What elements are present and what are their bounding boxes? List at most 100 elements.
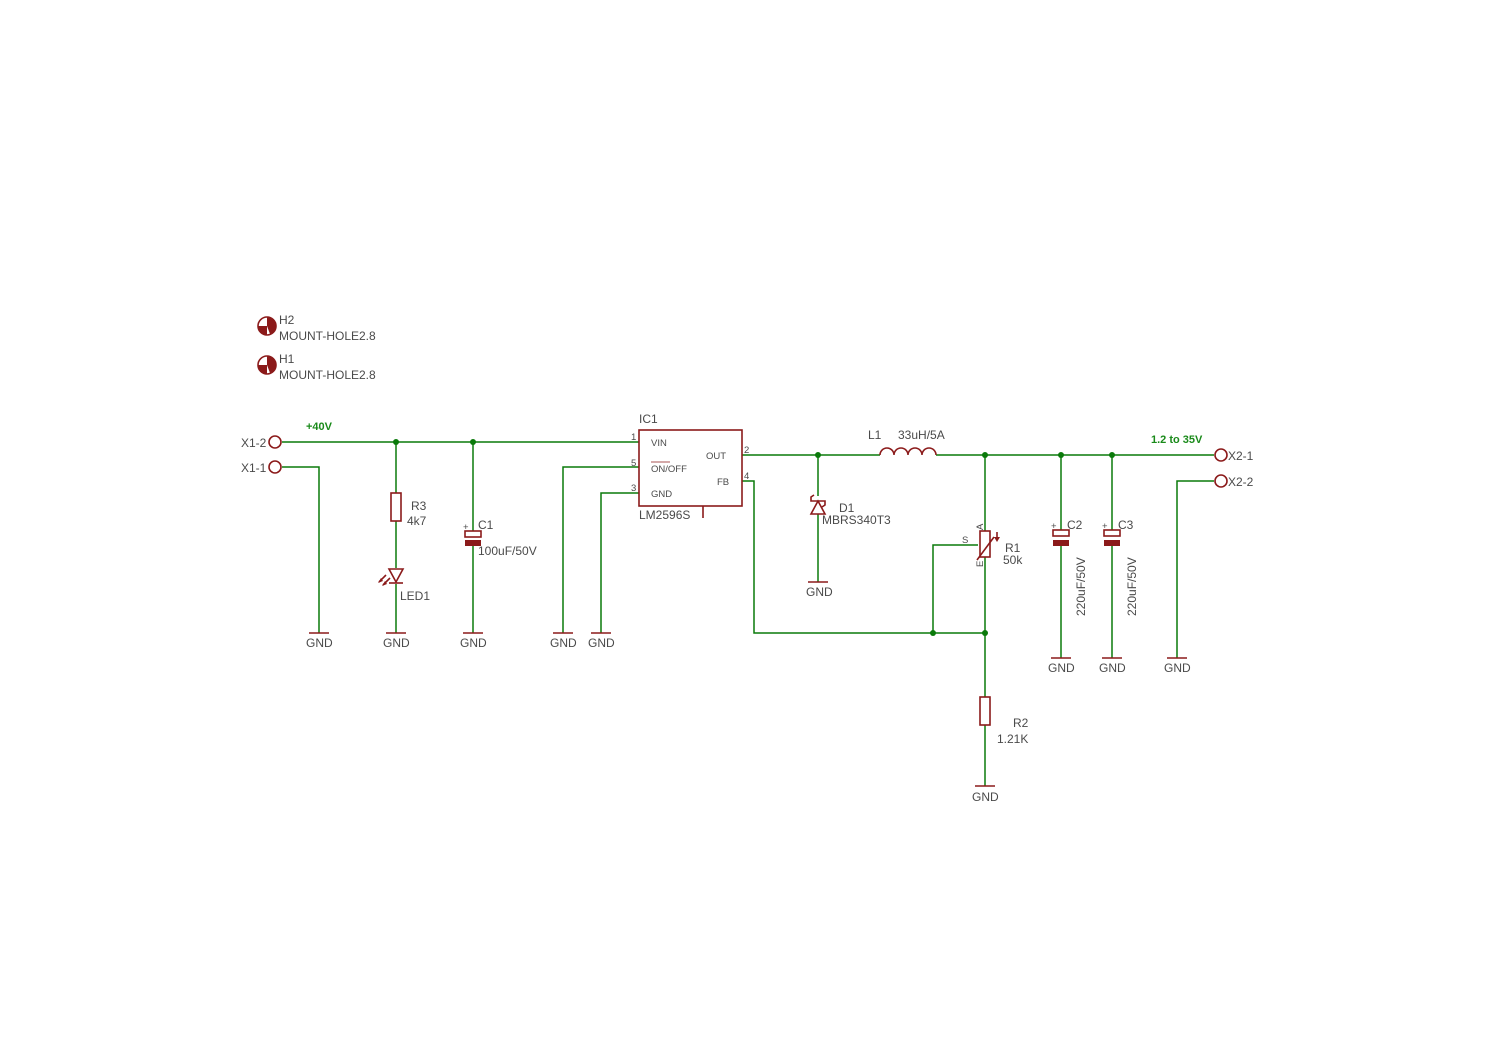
mount-hole-h2-value: MOUNT-HOLE2.8 <box>279 329 376 343</box>
c2-value: 220uF/50V <box>1074 557 1088 616</box>
potentiometer-r1: S E A R1 50k <box>962 523 1023 567</box>
net-label-vin: +40V <box>306 421 333 433</box>
l1-name: L1 <box>868 428 882 442</box>
capacitor-c1: + C1 100uF/50V <box>463 518 537 558</box>
led-icon <box>378 568 405 586</box>
ic1-value: LM2596S <box>639 508 690 522</box>
gnd-label: GND <box>1099 661 1126 675</box>
ic-pin-num-2: 2 <box>744 445 749 456</box>
gnd-symbol: GND <box>806 581 833 599</box>
l1-value: 33uH/5A <box>898 428 945 442</box>
r1-name: R1 <box>1005 541 1021 555</box>
gnd-symbol: GND <box>460 632 487 650</box>
d1-value: MBRS340T3 <box>822 513 891 527</box>
gnd-symbol: GND <box>1048 657 1075 675</box>
terminal-icon <box>1214 448 1228 462</box>
connector-x2-1-label: X2-1 <box>1228 449 1254 463</box>
gnd-symbol: GND <box>972 785 999 804</box>
c3-value: 220uF/50V <box>1125 557 1139 616</box>
connector-x2-2-label: X2-2 <box>1228 475 1254 489</box>
gnd-label: GND <box>550 636 577 650</box>
ic-pin-out: OUT <box>706 451 726 462</box>
inductor-l1: L1 33uH/5A <box>868 428 945 456</box>
mount-hole-icon <box>257 355 277 375</box>
terminal-icon <box>268 435 282 449</box>
connector-x1-1: X1-1 <box>241 460 282 475</box>
gnd-label: GND <box>306 636 333 650</box>
connector-x1-1-label: X1-1 <box>241 461 267 475</box>
ic1-name: IC1 <box>639 412 658 426</box>
terminal-icon <box>1214 474 1228 488</box>
c1-plus: + <box>463 522 469 533</box>
d1-name: D1 <box>839 501 855 515</box>
connector-x1-2: X1-2 <box>241 435 282 450</box>
gnd-label: GND <box>1164 661 1191 675</box>
polarized-capacitor-icon: + <box>463 522 482 546</box>
r3-value: 4k7 <box>407 514 427 528</box>
r1-pin-a: A <box>975 523 986 530</box>
net-label-vout: 1.2 to 35V <box>1151 434 1203 446</box>
c3-name: C3 <box>1118 518 1134 532</box>
gnd-label: GND <box>972 790 999 804</box>
mount-hole-h2: H2 MOUNT-HOLE2.8 <box>257 313 376 343</box>
r3-name: R3 <box>411 499 427 513</box>
ic-pin-gnd: GND <box>651 489 672 500</box>
led1-name: LED1 <box>400 589 430 603</box>
ic-pin-num-1: 1 <box>631 432 636 443</box>
gnd-symbol: GND <box>383 632 410 650</box>
mount-hole-h2-name: H2 <box>279 313 295 327</box>
junctions <box>393 439 1115 636</box>
c3-plus: + <box>1102 521 1108 532</box>
led-led1: LED1 <box>378 568 430 603</box>
inductor-icon <box>879 447 937 456</box>
r1-pin-s: S <box>962 535 968 546</box>
resistor-icon <box>979 696 991 726</box>
resistor-icon <box>390 492 402 522</box>
r2-name: R2 <box>1013 716 1029 730</box>
diode-d1: D1 MBRS340T3 <box>809 494 891 527</box>
c1-name: C1 <box>478 518 494 532</box>
trimmer-icon <box>976 530 1000 561</box>
ic-body <box>638 429 743 507</box>
schottky-diode-icon <box>809 494 827 515</box>
polarized-capacitor-icon: + <box>1051 521 1070 546</box>
gnd-label: GND <box>383 636 410 650</box>
resistor-r3: R3 4k7 <box>390 492 427 528</box>
resistor-r2: R2 1.21K <box>979 696 1029 746</box>
mount-hole-h1-name: H1 <box>279 352 295 366</box>
gnd-label: GND <box>588 636 615 650</box>
terminal-icon <box>268 460 282 474</box>
gnd-label: GND <box>460 636 487 650</box>
gnd-label: GND <box>806 585 833 599</box>
gnd-symbol: GND <box>1164 657 1191 675</box>
gnd-symbol: GND <box>588 632 615 650</box>
r1-pin-e: E <box>975 561 986 567</box>
gnd-symbols: GND GND GND GND GND GND GND GND <box>306 581 1191 804</box>
c2-plus: + <box>1051 521 1057 532</box>
capacitor-c2: + C2 220uF/50V <box>1051 518 1088 616</box>
ic-pin-vin: VIN <box>651 438 667 449</box>
c1-value: 100uF/50V <box>478 544 537 558</box>
gnd-symbol: GND <box>1099 657 1126 675</box>
r2-value: 1.21K <box>997 732 1028 746</box>
ic-pin-fb: FB <box>717 477 729 488</box>
r1-value: 50k <box>1003 553 1023 567</box>
mount-hole-h1: H1 MOUNT-HOLE2.8 <box>257 352 376 382</box>
polarized-capacitor-icon: + <box>1102 521 1121 546</box>
connector-x2-1: X2-1 <box>1214 448 1254 463</box>
capacitor-c3: + C3 220uF/50V <box>1102 518 1139 616</box>
ic-pin-onoff: ON/OFF <box>651 464 687 475</box>
ic-pin-num-3: 3 <box>631 483 636 494</box>
gnd-label: GND <box>1048 661 1075 675</box>
gnd-symbol: GND <box>550 632 577 650</box>
gnd-symbol: GND <box>306 632 333 650</box>
connector-x2-2: X2-2 <box>1214 474 1254 489</box>
connector-x1-2-label: X1-2 <box>241 436 267 450</box>
mount-hole-icon <box>257 316 277 336</box>
ic-pin-num-4: 4 <box>744 471 749 482</box>
c2-name: C2 <box>1067 518 1083 532</box>
mount-hole-h1-value: MOUNT-HOLE2.8 <box>279 368 376 382</box>
ic-ic1: IC1 LM2596S VIN ON/OFF GND OUT FB 1 5 3 … <box>631 412 749 522</box>
ic-pin-num-5: 5 <box>631 458 636 469</box>
